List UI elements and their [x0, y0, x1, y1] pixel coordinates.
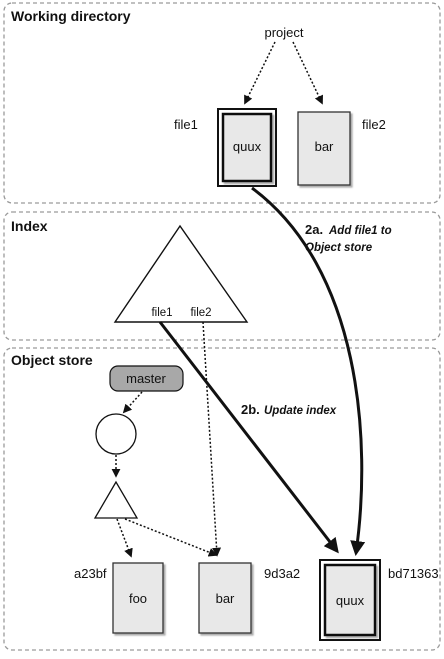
- blob-foo: foo: [112, 562, 164, 634]
- blob-bar-content: bar: [216, 591, 235, 606]
- file1-content: quux: [233, 139, 262, 154]
- project-label: project: [264, 25, 303, 40]
- blob-quux-content: quux: [336, 593, 365, 608]
- index-entry-file2: file2: [190, 307, 211, 319]
- commit-node: [95, 413, 137, 455]
- blob-quux: quux: [319, 559, 381, 641]
- master-branch: [109, 365, 184, 392]
- file2-document: bar: [297, 111, 351, 186]
- object-store-title: Object store: [11, 352, 93, 368]
- blob-foo-hash: a23bf: [74, 566, 107, 581]
- step-2b-text: Update index: [264, 405, 337, 417]
- master-branch-label: master: [126, 371, 166, 386]
- index-tree: [113, 224, 249, 323]
- step-2a-text-line2: Object store: [305, 242, 373, 254]
- index-entry-file1: file1: [151, 307, 172, 319]
- blob-bar: bar: [198, 562, 252, 634]
- tree-to-foo-arrow: [116, 518, 133, 558]
- object-store-section: [3, 347, 441, 651]
- blob-foo-content: foo: [129, 591, 147, 606]
- index-section: [3, 211, 441, 341]
- step-2b-arrow: [158, 321, 339, 554]
- file2-content: bar: [315, 139, 334, 154]
- step-2a-text-line1: Add file1 to: [328, 225, 392, 237]
- index-title: Index: [11, 218, 48, 234]
- file2-label: file2: [362, 117, 386, 132]
- blob-bar-hash: 9d3a2: [264, 566, 300, 581]
- working-directory-section: [3, 2, 441, 204]
- step-2a-label: 2a.: [305, 222, 323, 237]
- index-file2-to-bar-arrow: [202, 321, 222, 557]
- file1-label: file1: [174, 117, 198, 132]
- blob-quux-hash: bd71363: [388, 566, 439, 581]
- step-2a-number: 2a.: [305, 222, 323, 237]
- project-to-file1-arrow: [244, 41, 276, 105]
- file1-document: quux: [217, 108, 277, 187]
- tree-node: [93, 480, 139, 519]
- project-to-file2-arrow: [292, 41, 323, 105]
- step-2a-arrow: [251, 186, 366, 556]
- step-2b-number: 2b.: [241, 402, 260, 417]
- working-directory-title: Working directory: [11, 8, 131, 24]
- master-to-commit-arrow: [122, 391, 143, 414]
- tree-to-bar-arrow: [124, 518, 218, 557]
